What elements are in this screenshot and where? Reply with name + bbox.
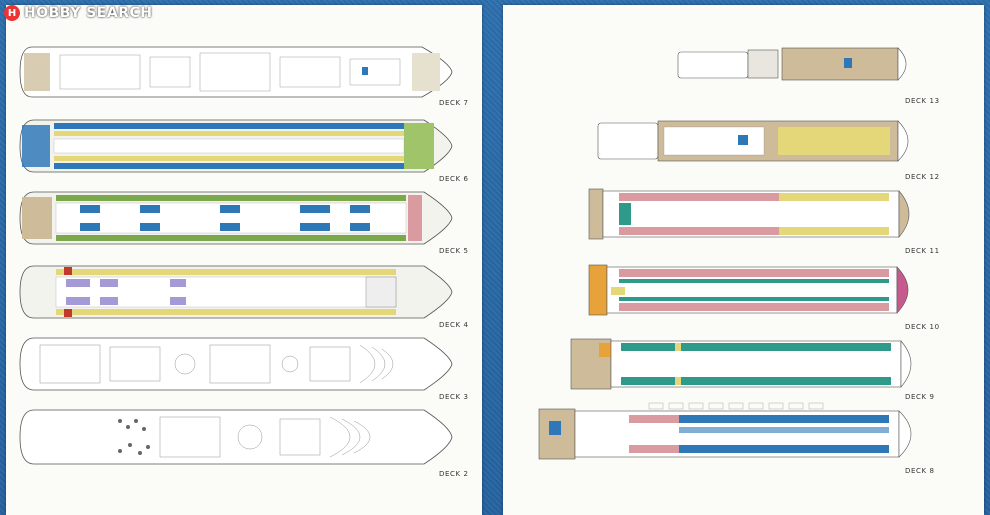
deck-plan-13 [677, 47, 907, 81]
deck-plan-4 [19, 265, 453, 319]
deck-plan-9 [570, 338, 912, 390]
deck-plan-3 [19, 337, 453, 391]
deck-label-13: DECK 13 [905, 97, 940, 105]
deck-label-7: DECK 7 [439, 99, 469, 107]
deck-label-8: DECK 8 [905, 467, 935, 475]
deck-plan-12 [597, 120, 909, 162]
deck-plan-5 [19, 191, 453, 245]
deck-label-10: DECK 10 [905, 323, 940, 331]
deck-label-3: DECK 3 [439, 393, 469, 401]
site-logo[interactable]: H HOBBY SEARCH [4, 3, 174, 23]
deck-plan-2 [19, 409, 453, 465]
right-page: DECK 13 DECK 12 DECK 11 DECK 10 [503, 5, 984, 515]
deck-label-5: DECK 5 [439, 247, 469, 255]
logo-mark-icon: H [4, 5, 20, 21]
logo-text: HOBBY SEARCH [24, 5, 153, 21]
deck-plan-7 [19, 46, 453, 98]
deck-plan-8 [538, 402, 912, 460]
deck-label-4: DECK 4 [439, 321, 469, 329]
deck-label-6: DECK 6 [439, 175, 469, 183]
deck-label-2: DECK 2 [439, 470, 469, 478]
left-page: DECK 7 DECK 6 DECK 5 [6, 5, 482, 515]
deck-plan-11 [588, 188, 910, 240]
deck-label-11: DECK 11 [905, 247, 940, 255]
deck-label-9: DECK 9 [905, 393, 935, 401]
deck-plan-10 [588, 264, 909, 316]
deck-plan-6 [19, 119, 453, 173]
deck-label-12: DECK 12 [905, 173, 940, 181]
